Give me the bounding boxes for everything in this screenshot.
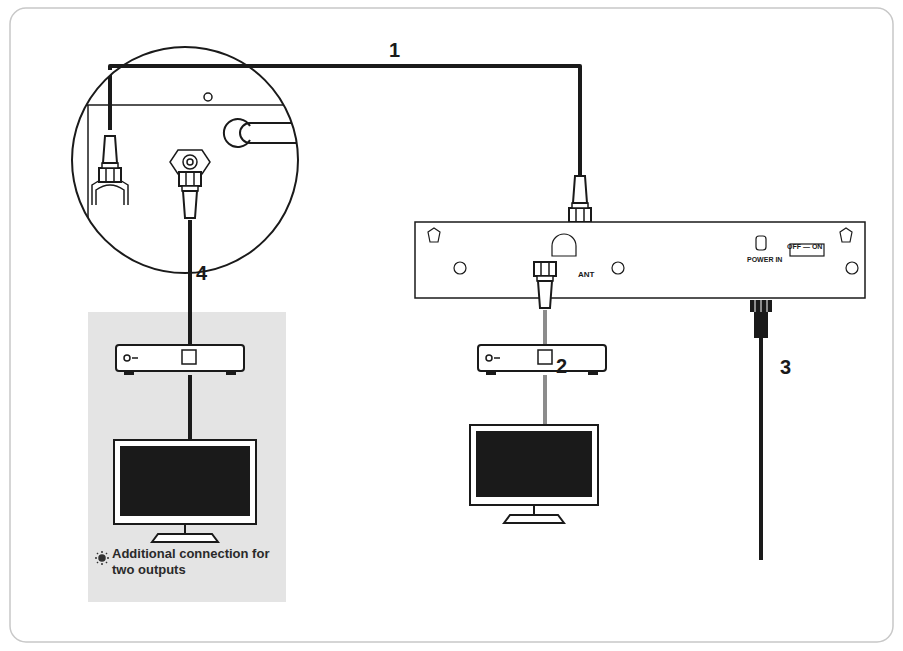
cable-2 <box>543 310 547 345</box>
power-plug <box>750 300 772 338</box>
switch-label: OFF — ON <box>787 243 822 251</box>
amplifier-housing <box>415 222 865 298</box>
note-icon <box>95 551 109 565</box>
cable-1 <box>110 66 580 180</box>
callout-number: 3 <box>780 357 791 377</box>
callout-number: 1 <box>389 40 400 60</box>
television <box>470 425 598 523</box>
port-label: POWER IN <box>747 256 782 264</box>
amplifier-unit: ANT POWER IN OFF — ON <box>415 222 865 298</box>
cable-4 <box>188 220 192 345</box>
set-top-box <box>478 345 606 375</box>
outer-frame <box>10 8 893 642</box>
zoom-detail <box>60 0 310 290</box>
connector-2 <box>534 262 556 308</box>
callout-number: 2 <box>556 356 567 376</box>
port-label: ANT <box>578 270 594 280</box>
set-top-box <box>116 345 244 375</box>
note-text: Additional connection for two outputs <box>112 546 272 577</box>
panel-ground <box>88 312 286 602</box>
cable-3 <box>759 338 763 560</box>
connector-1 <box>569 176 591 222</box>
television <box>114 440 256 542</box>
note-panel: Additional connection for two outputs <box>88 312 286 602</box>
zoom-circle <box>72 47 298 273</box>
callout-number: 4 <box>196 263 207 283</box>
